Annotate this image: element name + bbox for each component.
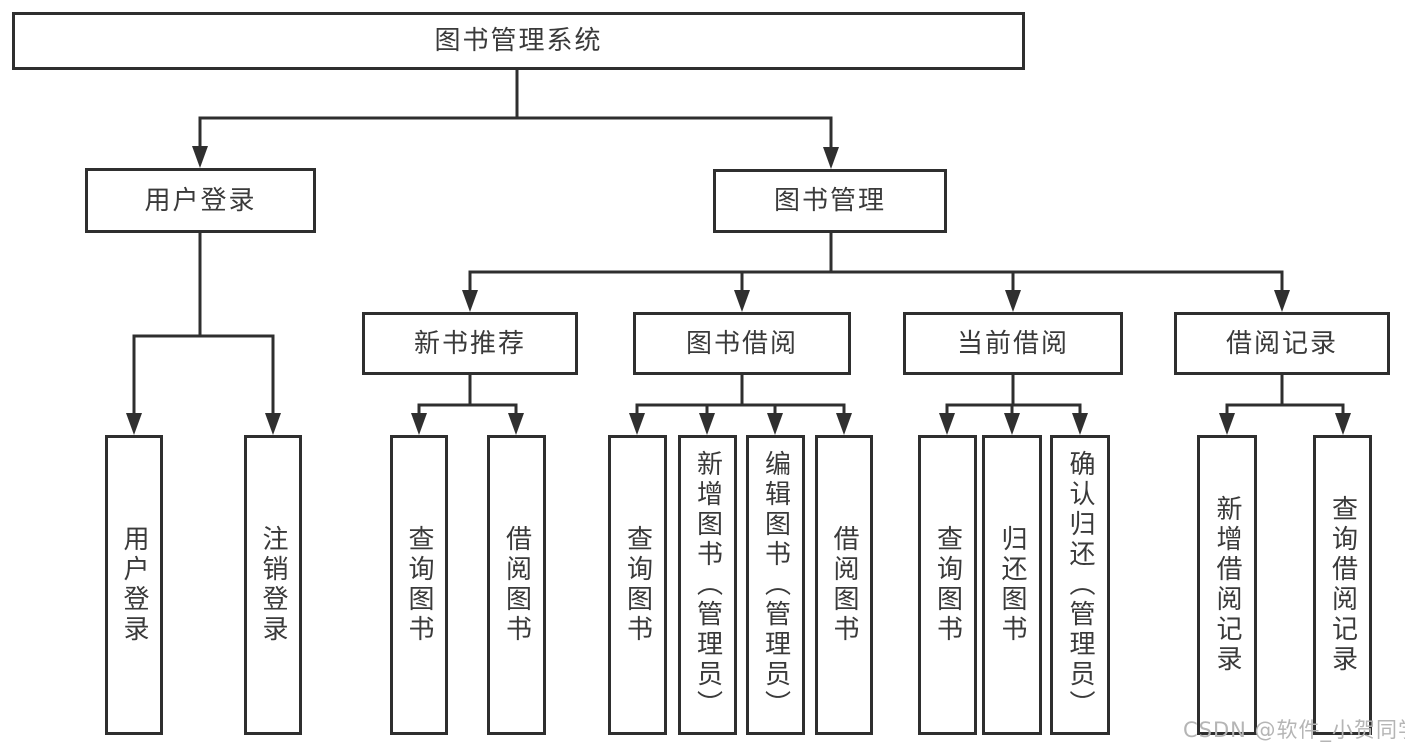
node-label: 用户登录 (119, 525, 149, 645)
node-query-books-current: 查询图书 (918, 435, 977, 735)
node-label: 查询图书 (932, 525, 963, 645)
node-label: 新增图书（管理员） (692, 450, 723, 720)
node-label: 新书推荐 (413, 328, 526, 359)
node-label: 注销登录 (258, 525, 288, 645)
node-label: 查询借阅记录 (1327, 495, 1358, 675)
node-label: 借阅记录 (1225, 328, 1338, 359)
node-label: 编辑图书（管理员） (760, 450, 791, 720)
node-query-books-recommend: 查询图书 (390, 435, 448, 735)
node-borrowing-records: 借阅记录 (1174, 312, 1390, 375)
node-label: 查询图书 (404, 525, 434, 645)
node-label: 当前借阅 (956, 328, 1069, 359)
node-new-book-recommendation: 新书推荐 (362, 312, 578, 375)
node-user-login: 用户登录 (85, 168, 316, 233)
node-library-management-system: 图书管理系统 (12, 12, 1025, 70)
node-add-borrow-record: 新增借阅记录 (1197, 435, 1257, 735)
node-current-borrowing: 当前借阅 (903, 312, 1123, 375)
node-label: 图书借阅 (685, 328, 798, 359)
node-label: 用户登录 (144, 185, 257, 216)
node-borrow-books-borrowing: 借阅图书 (815, 435, 873, 735)
node-label: 图书管理系统 (434, 26, 603, 56)
node-label: 借阅图书 (829, 525, 859, 645)
node-confirm-return-admin: 确认归还（管理员） (1050, 435, 1110, 735)
node-label: 查询图书 (622, 525, 653, 645)
node-label: 确认归还（管理员） (1065, 450, 1095, 720)
node-logout-leaf: 注销登录 (244, 435, 302, 735)
node-book-management: 图书管理 (713, 169, 947, 233)
node-label: 借阅图书 (501, 525, 532, 645)
node-label: 图书管理 (773, 186, 886, 216)
node-return-books: 归还图书 (982, 435, 1042, 735)
watermark-text: CSDN @软件_小贺同学 (1183, 718, 1405, 742)
node-query-borrow-record: 查询借阅记录 (1313, 435, 1372, 735)
node-query-books-borrowing: 查询图书 (608, 435, 667, 735)
node-borrow-books-recommend: 借阅图书 (487, 435, 546, 735)
node-book-borrowing: 图书借阅 (633, 312, 851, 375)
node-user-login-leaf: 用户登录 (105, 435, 163, 735)
node-edit-books-admin: 编辑图书（管理员） (746, 435, 805, 735)
node-label: 归还图书 (997, 525, 1027, 645)
node-label: 新增借阅记录 (1212, 495, 1242, 675)
node-add-books-admin: 新增图书（管理员） (678, 435, 737, 735)
